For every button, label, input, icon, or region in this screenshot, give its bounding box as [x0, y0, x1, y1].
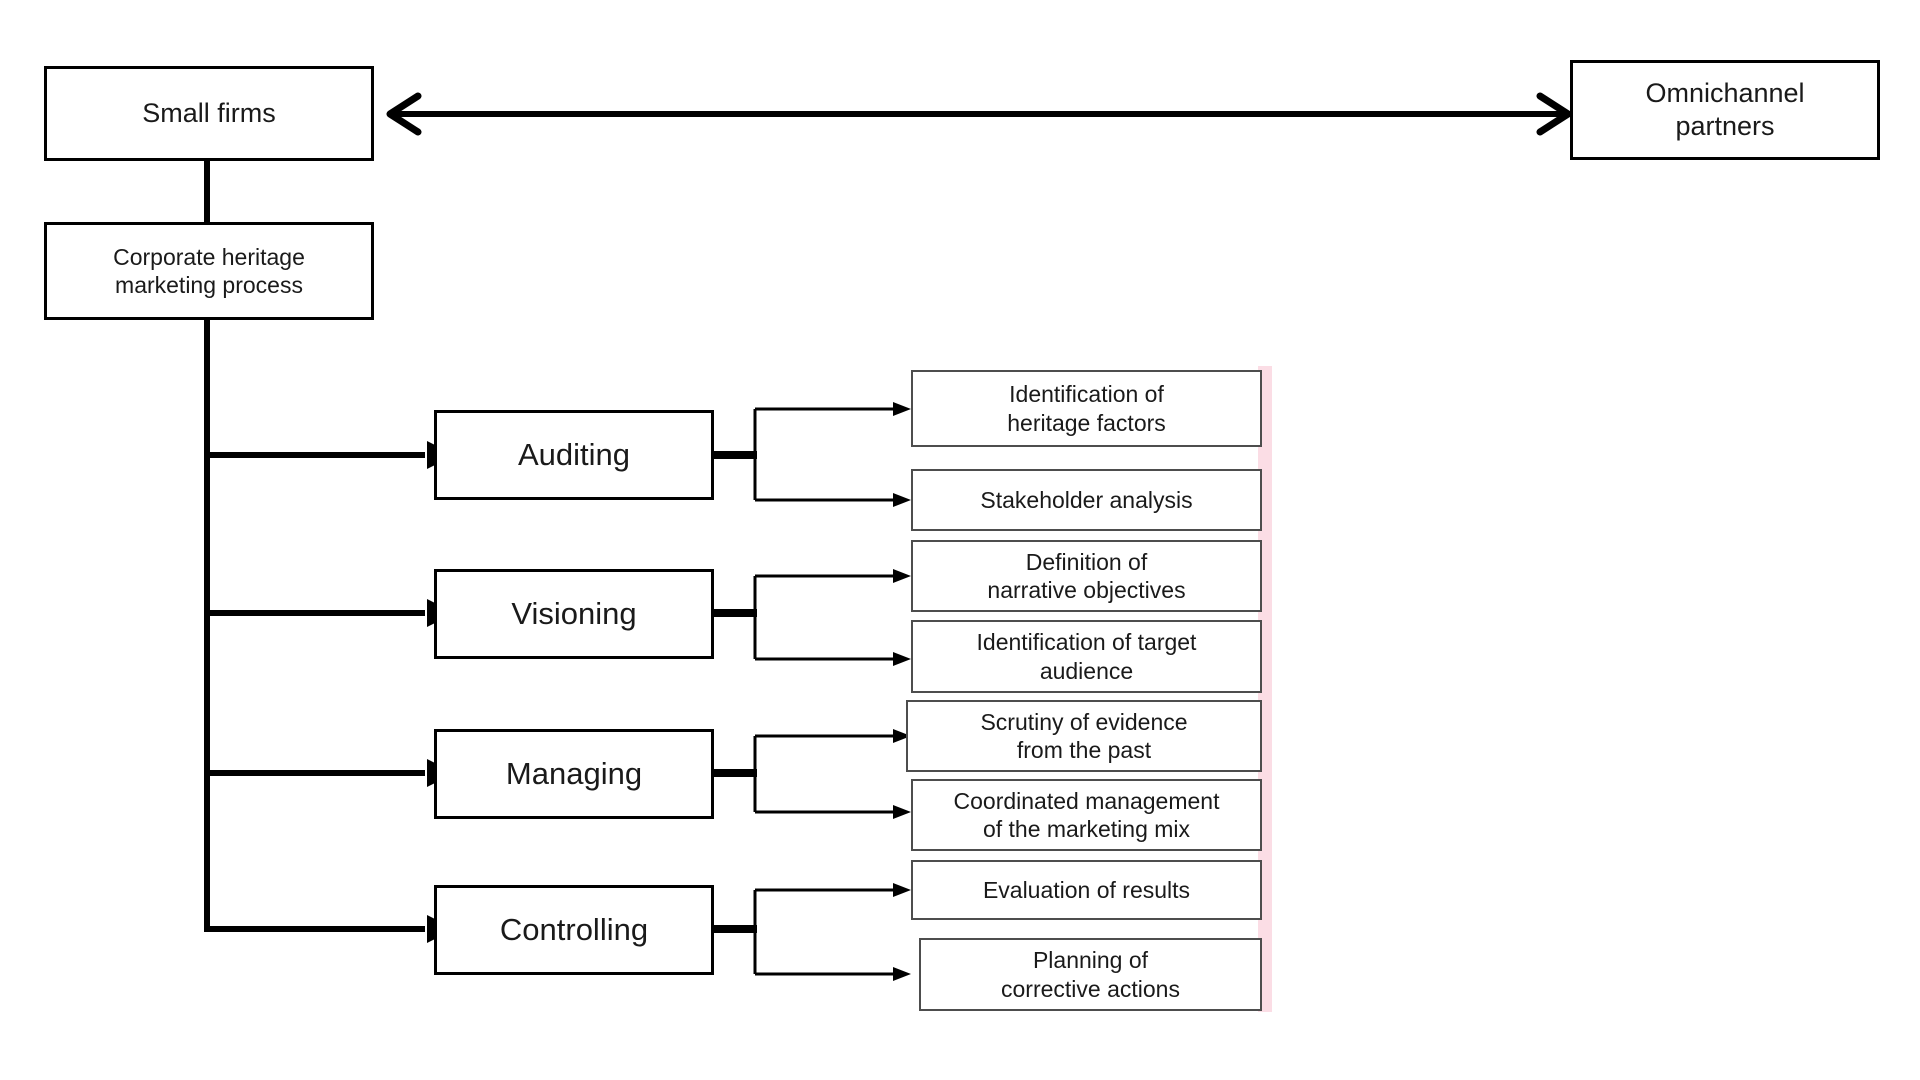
- branch-arrow-managing: [204, 759, 455, 787]
- node-stage-visioning[interactable]: Visioning: [434, 569, 714, 659]
- bracket-visioning: [712, 569, 911, 666]
- node-item-identification-of-target-audience[interactable]: Identification of target audience: [911, 620, 1262, 693]
- node-omnichannel-partners[interactable]: Omnichannel partners: [1570, 60, 1880, 160]
- node-item-evaluation-of-results[interactable]: Evaluation of results: [911, 860, 1262, 920]
- branch-arrow-auditing: [204, 441, 455, 469]
- branch-arrow-controlling: [204, 915, 455, 943]
- node-item-scrutiny-of-evidence-from-the-past[interactable]: Scrutiny of evidence from the past: [906, 700, 1262, 772]
- bracket-managing: [712, 729, 911, 819]
- node-item-planning-of-corrective-actions[interactable]: Planning of corrective actions: [919, 938, 1262, 1011]
- node-small-firms[interactable]: Small firms: [44, 66, 374, 161]
- branch-arrow-visioning: [204, 599, 455, 627]
- node-item-definition-of-narrative-objectives[interactable]: Definition of narrative objectives: [911, 540, 1262, 612]
- node-stage-controlling[interactable]: Controlling: [434, 885, 714, 975]
- bracket-controlling: [712, 883, 911, 981]
- node-item-identification-of-heritage-factors[interactable]: Identification of heritage factors: [911, 370, 1262, 447]
- node-stage-auditing[interactable]: Auditing: [434, 410, 714, 500]
- arrow-small-firms-omnichannel: [386, 92, 1572, 136]
- bracket-auditing: [712, 402, 911, 507]
- node-item-coordinated-management-of-the-marketing-mix[interactable]: Coordinated management of the marketing …: [911, 779, 1262, 851]
- node-item-stakeholder-analysis[interactable]: Stakeholder analysis: [911, 469, 1262, 531]
- node-corporate-heritage-marketing-process[interactable]: Corporate heritage marketing process: [44, 222, 374, 320]
- node-stage-managing[interactable]: Managing: [434, 729, 714, 819]
